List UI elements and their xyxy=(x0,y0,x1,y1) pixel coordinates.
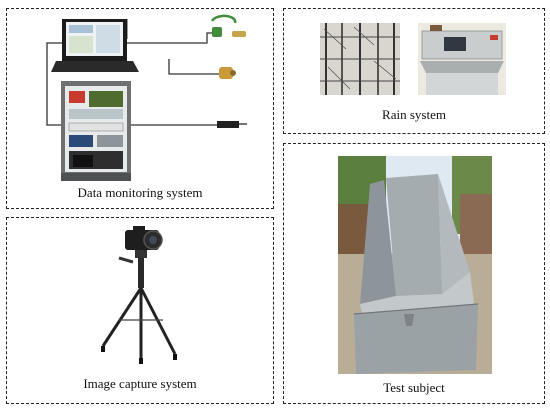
data-monitoring-illustration xyxy=(46,14,247,181)
sensor-icon xyxy=(217,121,247,128)
rain-frame-icon xyxy=(320,23,400,95)
control-cabinet-icon xyxy=(61,81,131,181)
panel-caption: Test subject xyxy=(383,380,445,395)
rain-console-icon xyxy=(418,23,506,95)
image-capture-panel: Image capture system xyxy=(6,217,274,404)
image-capture-illustration xyxy=(101,226,177,364)
panel-caption: Image capture system xyxy=(83,376,197,391)
rain-system-illustration xyxy=(320,23,506,95)
rain-system-panel: Rain system xyxy=(283,8,545,134)
tripod-icon xyxy=(101,250,177,364)
sensor-icon xyxy=(219,67,236,79)
test-subject-illustration xyxy=(338,156,492,374)
panel-caption: Rain system xyxy=(382,107,446,122)
flume-tank-icon xyxy=(338,156,492,374)
test-subject-panel: Test subject xyxy=(283,143,545,404)
data-monitoring-panel: Data monitoring system xyxy=(6,8,274,209)
camera-icon xyxy=(125,226,163,250)
panel-caption: Data monitoring system xyxy=(77,185,203,200)
laptop-icon xyxy=(51,19,139,72)
sensor-icon xyxy=(210,14,246,37)
